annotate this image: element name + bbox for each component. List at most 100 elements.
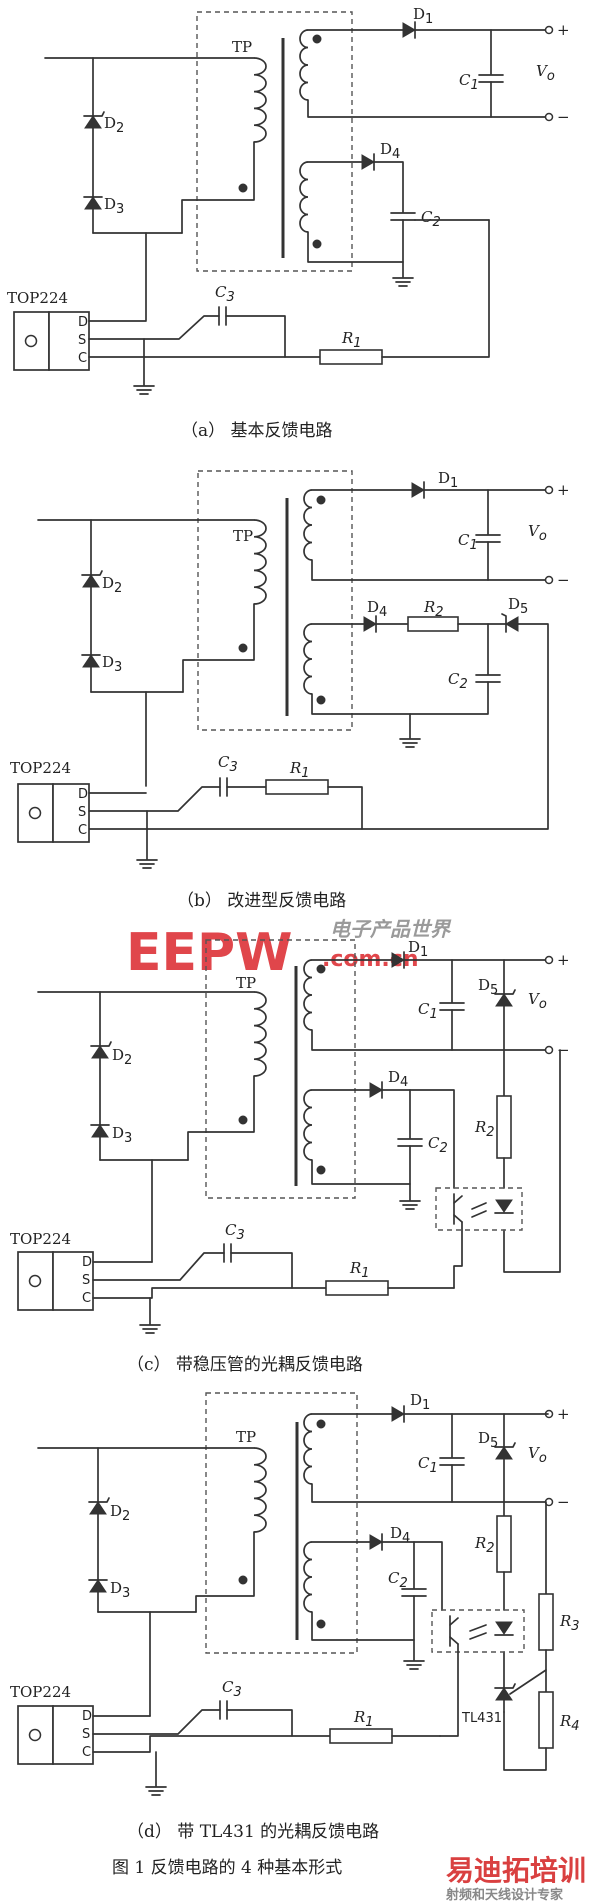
d1-label-d: D1	[410, 1391, 430, 1413]
opto-transistor-e1	[453, 1214, 463, 1223]
chip-label-c: TOP224	[10, 1230, 71, 1248]
d3-label-b: D3	[102, 653, 122, 675]
d2-bar-b	[81, 570, 103, 576]
out-bottom-c	[311, 1029, 547, 1051]
pin-s-c: S	[82, 1273, 90, 1288]
plus-label-b: +	[557, 481, 570, 499]
plus-label-a: +	[557, 21, 570, 39]
caption-b: （b） 改进型反馈电路	[177, 891, 346, 911]
transformer-box-a	[196, 11, 353, 272]
bias-winding-a	[299, 161, 309, 233]
c3-label-c: C3	[225, 1221, 245, 1243]
d5-zener-b	[505, 616, 519, 632]
c2-bottom-b	[409, 681, 489, 715]
secondary-winding-d	[303, 1413, 313, 1485]
opto-to-c-c	[453, 1221, 463, 1289]
r4-bottom-d	[503, 1711, 547, 1771]
primary-dot-c	[238, 1115, 248, 1125]
pin-c-wire-d	[92, 1735, 331, 1753]
opto-led-c	[495, 1199, 513, 1213]
d2-zener-d	[89, 1501, 107, 1515]
top224-pins-b	[52, 783, 90, 843]
primary-dot-b	[238, 643, 248, 653]
transformer-box-c	[205, 939, 356, 1199]
opto-led-d	[495, 1621, 513, 1635]
d1-diode-d	[391, 1406, 405, 1422]
bias-bottom-a	[307, 231, 404, 263]
primary-dot-a	[238, 183, 248, 193]
circuit-d: TP D2 D3 D1 + − C1 Vo D5 R2 R3 R4 TL431	[10, 1391, 580, 1842]
eepw-cn-text: 电子产品世界	[330, 917, 452, 941]
primary-dot-d	[238, 1575, 248, 1585]
d5-bar-d	[494, 1442, 516, 1448]
minus-terminal-a	[544, 112, 554, 122]
vo-label-a: Vo	[536, 62, 555, 84]
opto-transistor-c1-d	[449, 1617, 459, 1626]
r2-label-d: R2	[474, 1534, 495, 1556]
d5-bar-c	[494, 989, 516, 995]
pin-s-d: S	[82, 1727, 90, 1742]
d3-label-d: D3	[110, 1579, 130, 1601]
vo-label-d: Vo	[528, 1444, 547, 1466]
pin-d-a: D	[78, 315, 88, 330]
plus-terminal-c	[544, 955, 554, 965]
r2-resistor-c	[496, 1095, 512, 1159]
bias-winding-d	[303, 1541, 313, 1613]
d3-label-a: D3	[104, 195, 124, 217]
opto-arrow1-c	[471, 1202, 487, 1210]
opto-transistor-c1	[453, 1195, 463, 1204]
pin-d-b: D	[78, 787, 88, 802]
r2-resistor-d	[496, 1515, 512, 1573]
d2-bar-c	[90, 1041, 112, 1047]
secondary-winding-a	[299, 29, 309, 101]
tp-label-b: TP	[233, 527, 253, 545]
optocoupler-c	[435, 1187, 523, 1231]
d1-label-c: D1	[408, 938, 428, 960]
c2-label-d: C2	[388, 1569, 408, 1591]
secondary-dot-d	[316, 1419, 326, 1429]
c2-label-c: C2	[428, 1134, 448, 1156]
site-sub-text: 射频和天线设计专家	[445, 1887, 564, 1903]
vo-label-b: Vo	[528, 522, 547, 544]
d4-label-d: D4	[390, 1524, 410, 1546]
primary-winding-c	[253, 991, 267, 1077]
c1-label-b: C1	[458, 531, 478, 553]
c1-label-d: C1	[418, 1454, 438, 1476]
bias-bottom-b	[311, 693, 411, 739]
caption-c: （c） 带稳压管的光耦反馈电路	[127, 1355, 363, 1375]
minus-label-c: −	[557, 1041, 570, 1059]
primary-return-d	[195, 1531, 255, 1613]
d2-zener-b	[82, 574, 100, 588]
chip-label-d: TOP224	[10, 1683, 71, 1701]
minus-terminal-b	[544, 575, 554, 585]
out-bottom-b	[311, 559, 547, 581]
pin-s-wire-d	[92, 1709, 221, 1735]
r2-label-c: R2	[474, 1118, 495, 1140]
d4-diode-b	[363, 616, 377, 632]
r2-resistor-b	[407, 616, 459, 632]
primary-winding-a	[253, 57, 267, 143]
d2-label-b: D2	[102, 574, 122, 596]
out-bottom-a	[307, 99, 547, 118]
top224-hole-d	[28, 1728, 42, 1742]
transformer-box-b	[197, 470, 353, 731]
r1-resistor-c	[325, 1280, 389, 1296]
tp-label-c: TP	[236, 974, 256, 992]
optocoupler-d	[431, 1609, 525, 1653]
bias-winding-c	[303, 1089, 313, 1161]
bias-top-c2	[381, 1089, 455, 1189]
d5-label-d: D5	[478, 1429, 498, 1451]
d2-label-c: D2	[112, 1046, 132, 1068]
c1-label-c: C1	[418, 1000, 438, 1022]
d2-zener-a	[84, 115, 102, 129]
figure-caption: 图 1 反馈电路的 4 种基本形式	[112, 1858, 342, 1878]
d5-zener-c	[495, 993, 513, 1007]
bias-top-d2	[381, 1541, 443, 1611]
primary-return-b	[182, 603, 255, 693]
d3-diode-c	[91, 1124, 109, 1138]
r1-label-c: R1	[349, 1259, 370, 1281]
r1-label-a: R1	[341, 329, 362, 351]
top224-pins-c	[52, 1251, 94, 1311]
secondary-winding-b	[303, 489, 313, 561]
